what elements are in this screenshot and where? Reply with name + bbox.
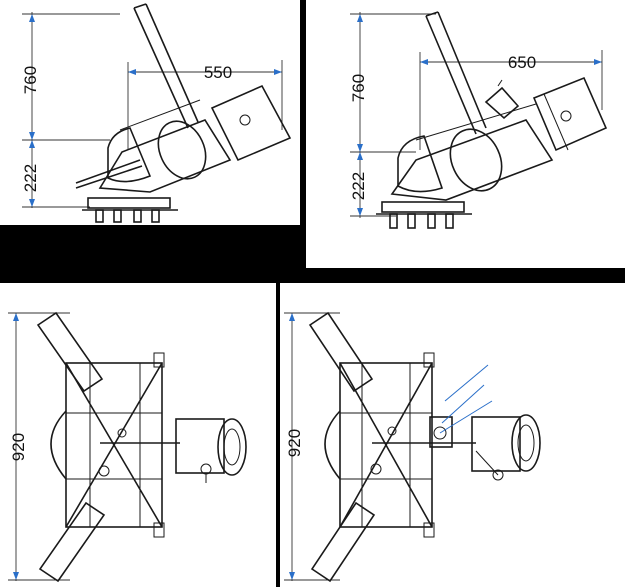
top-view-left-drawing: 920 <box>8 311 247 583</box>
callout-leaders <box>439 364 493 434</box>
top-view-right-drawing: 920 <box>284 311 541 583</box>
arm-shape <box>36 311 106 583</box>
gearbox-shape <box>429 416 453 448</box>
handle-shape <box>133 3 199 129</box>
dim-920-label: 920 <box>285 429 304 457</box>
side-view-650-drawing: 760 222 650 <box>349 11 608 229</box>
wheel-shape <box>50 410 67 480</box>
top-view-left-panel: 920 <box>0 283 276 587</box>
motor-shape <box>98 418 247 483</box>
dim-550-label: 550 <box>204 63 232 82</box>
frame-shape <box>65 352 165 538</box>
gearbox-shape <box>484 79 520 120</box>
side-view-550-panel: 760 222 550 <box>0 0 300 225</box>
side-view-650-panel: 760 222 650 <box>306 0 625 268</box>
handle-shape <box>425 11 487 135</box>
dim-760-label: 760 <box>349 74 368 102</box>
body-shape <box>75 99 232 193</box>
motor-shape <box>204 84 292 162</box>
motor-shape <box>370 414 541 481</box>
top-view-right-panel: 920 <box>280 283 625 587</box>
wheel-shape <box>324 410 341 480</box>
motor-shape <box>532 76 608 152</box>
body-shape <box>390 103 554 201</box>
dim-920-label: 920 <box>9 433 28 461</box>
base-shape <box>376 201 472 229</box>
dim-222-label: 222 <box>21 164 40 192</box>
dim-222-label: 222 <box>349 172 368 200</box>
arm-shape <box>308 311 376 583</box>
side-view-550-drawing: 760 222 550 <box>21 3 292 223</box>
dim-760-label: 760 <box>21 66 40 94</box>
base-shape <box>82 197 178 223</box>
frame-shape <box>339 352 435 538</box>
dim-650-label: 650 <box>508 53 536 72</box>
